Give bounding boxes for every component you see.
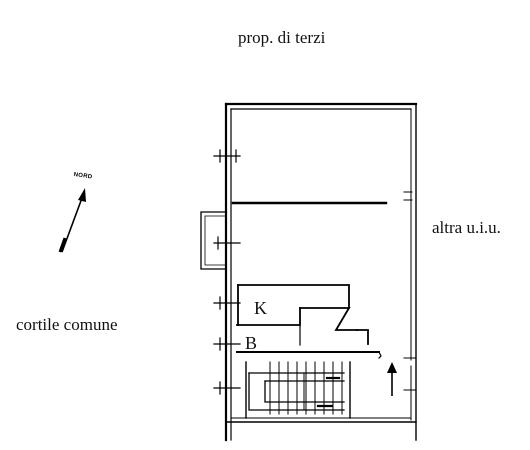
right-wall-marks [403,191,417,391]
kitchen-walls [236,284,382,359]
stair-direction-marks [316,376,341,408]
courtyard-label: cortile comune [16,315,118,334]
bay-projection [200,211,227,270]
north-arrow-icon [58,188,86,253]
adjacent-unit-label: altra u.i.u. [432,218,501,237]
exterior-walls [224,102,418,442]
neighbor-property-label: prop. di terzi [238,28,326,47]
bathroom-label: B [245,333,258,353]
door-swings [237,284,253,326]
stair-treads [269,361,343,415]
staircase [248,372,345,411]
kitchen-label: K [254,298,267,318]
up-arrow-icon [387,362,397,396]
left-wall-windows [213,149,241,395]
